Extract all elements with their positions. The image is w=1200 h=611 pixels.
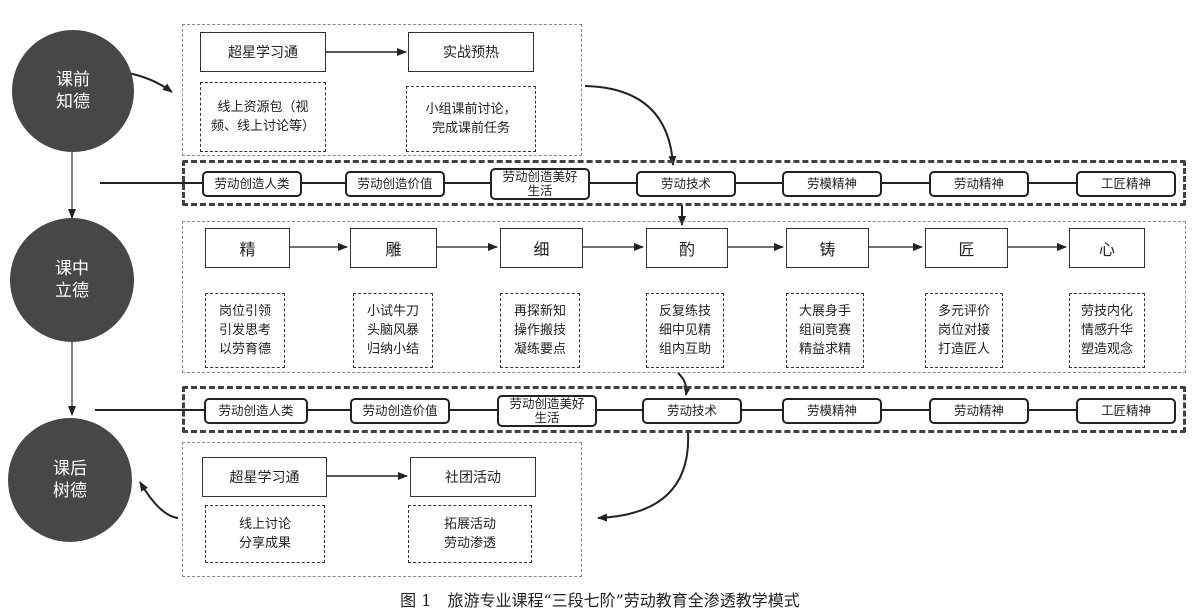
step-desc-box: 反复练技 细中见精 组内互助	[646, 293, 724, 368]
value-pill-label: 劳动创造价值	[357, 176, 433, 191]
step-desc-box: 再探新知 操作搬技 凝练要点	[500, 293, 580, 368]
values-band-2	[182, 386, 1186, 433]
value-pill: 劳动创造人类	[202, 171, 302, 197]
step-label: 心	[1098, 240, 1115, 259]
value-pill-label: 劳动创造人类	[214, 176, 290, 191]
step-label: 细	[533, 240, 550, 259]
step-desc-box: 大展身手 组间竞赛 精益求精	[786, 293, 864, 368]
stage-before-class: 课前 知德	[12, 30, 134, 152]
pre-class-platform-box: 超星学习通	[200, 32, 326, 72]
value-pill-label: 劳动精神	[953, 403, 1004, 418]
value-pill-label: 劳动技术	[660, 176, 711, 191]
step-box: 雕	[350, 228, 437, 268]
value-pill: 劳动创造美好 生活	[490, 168, 590, 200]
step-desc-box: 劳技内化 情感升华 塑造观念	[1069, 293, 1145, 368]
step-desc-box: 岗位引领 引发思考 以劳育德	[205, 293, 285, 368]
in-class-panel	[182, 221, 1186, 373]
post-class-discussion-label: 线上讨论 分享成果	[238, 517, 291, 551]
pre-class-discussion-box: 小组课前讨论， 完成课前任务	[406, 86, 536, 152]
value-pill: 劳动创造价值	[345, 171, 445, 197]
panel-to-stage3-arrow	[139, 481, 179, 519]
step-box: 铸	[786, 228, 869, 268]
value-pill-label: 劳模精神	[806, 176, 857, 191]
stage-after-class: 课后 树德	[8, 418, 132, 542]
pre-class-resources-box: 线上资源包（视 频、线上讨论等）	[200, 82, 326, 152]
value-pill-label: 劳动创造人类	[218, 403, 294, 418]
stage-after-label: 课后 树德	[53, 459, 87, 501]
pre-to-values-arrow	[584, 85, 677, 166]
step-desc-label: 反复练技 细中见精 组内互助	[658, 304, 711, 357]
stage-during-class: 课中 立德	[10, 218, 134, 342]
value-pill-label: 劳动精神	[953, 176, 1004, 191]
step-box: 心	[1069, 228, 1145, 268]
pre-class-warmup-box: 实战预热	[408, 32, 534, 72]
step-desc-box: 小试牛刀 头脑风暴 归纳小结	[353, 293, 433, 368]
values2-to-post-arrow	[597, 431, 690, 522]
value-pill: 劳动创造美好 生活	[497, 395, 597, 427]
value-pill: 劳动创造价值	[350, 398, 450, 424]
value-pill-label: 劳动技术	[666, 403, 717, 418]
post-class-extension-box: 拓展活动 劳动渗透	[408, 505, 532, 563]
step-desc-box: 多元评价 岗位对接 打造匠人	[925, 293, 1003, 368]
value-pill-label: 劳动创造价值	[362, 403, 438, 418]
value-pill-label: 劳动创造美好 生活	[502, 169, 578, 198]
pre-class-warmup-label: 实战预热	[443, 45, 499, 61]
value-pill: 劳动精神	[929, 398, 1029, 424]
post-class-club-label: 社团活动	[445, 470, 501, 486]
pre-class-resources-label: 线上资源包（视 频、线上讨论等）	[210, 100, 315, 134]
post-class-extension-label: 拓展活动 劳动渗透	[443, 517, 496, 551]
step-box: 精	[205, 228, 290, 268]
step-box: 匠	[925, 228, 1008, 268]
pre-class-panel	[182, 24, 582, 156]
value-pill-label: 工匠精神	[1100, 403, 1151, 418]
value-pill: 劳动创造人类	[204, 398, 308, 424]
values-band-1	[182, 160, 1186, 206]
step-desc-label: 多元评价 岗位对接 打造匠人	[937, 304, 990, 357]
step-desc-label: 小试牛刀 头脑风暴 归纳小结	[366, 304, 419, 357]
step-box: 酌	[646, 228, 728, 268]
value-pill: 劳动精神	[929, 171, 1029, 197]
step-label: 雕	[385, 240, 402, 259]
step-label: 酌	[678, 240, 695, 259]
value-pill: 劳动技术	[642, 398, 742, 424]
post-class-discussion-box: 线上讨论 分享成果	[205, 505, 325, 563]
value-pill: 劳动技术	[636, 171, 736, 197]
value-pill: 劳模精神	[782, 171, 882, 197]
stage-during-label: 课中 立德	[55, 259, 89, 301]
step-label: 铸	[819, 240, 836, 259]
post-class-platform-box: 超星学习通	[202, 457, 327, 497]
stage-before-label: 课前 知德	[56, 70, 90, 112]
step-label: 精	[239, 240, 256, 259]
step-label: 匠	[958, 240, 975, 259]
inclass-to-values2-arrow	[677, 372, 692, 396]
value-pill: 工匠精神	[1076, 398, 1176, 424]
pre-class-discussion-label: 小组课前讨论， 完成课前任务	[425, 102, 517, 136]
step-desc-label: 劳技内化 情感升华 塑造观念	[1080, 304, 1133, 357]
post-class-panel	[182, 442, 582, 577]
step-desc-label: 岗位引领 引发思考 以劳育德	[218, 304, 271, 357]
post-class-club-box: 社团活动	[410, 457, 536, 497]
figure-caption: 图 1 旅游专业课程“三段七阶”劳动教育全渗透教学模式	[400, 591, 800, 610]
step-box: 细	[500, 228, 583, 268]
step-desc-label: 大展身手 组间竞赛 精益求精	[798, 304, 851, 357]
value-pill-label: 劳动创造美好 生活	[509, 396, 585, 425]
pre-class-platform-label: 超星学习通	[228, 45, 298, 61]
value-pill: 工匠精神	[1076, 171, 1176, 197]
step-desc-label: 再探新知 操作搬技 凝练要点	[513, 304, 566, 357]
value-pill: 劳模精神	[782, 398, 882, 424]
post-class-platform-label: 超星学习通	[229, 470, 300, 486]
value-pill-label: 劳模精神	[806, 403, 857, 418]
value-pill-label: 工匠精神	[1100, 176, 1151, 191]
